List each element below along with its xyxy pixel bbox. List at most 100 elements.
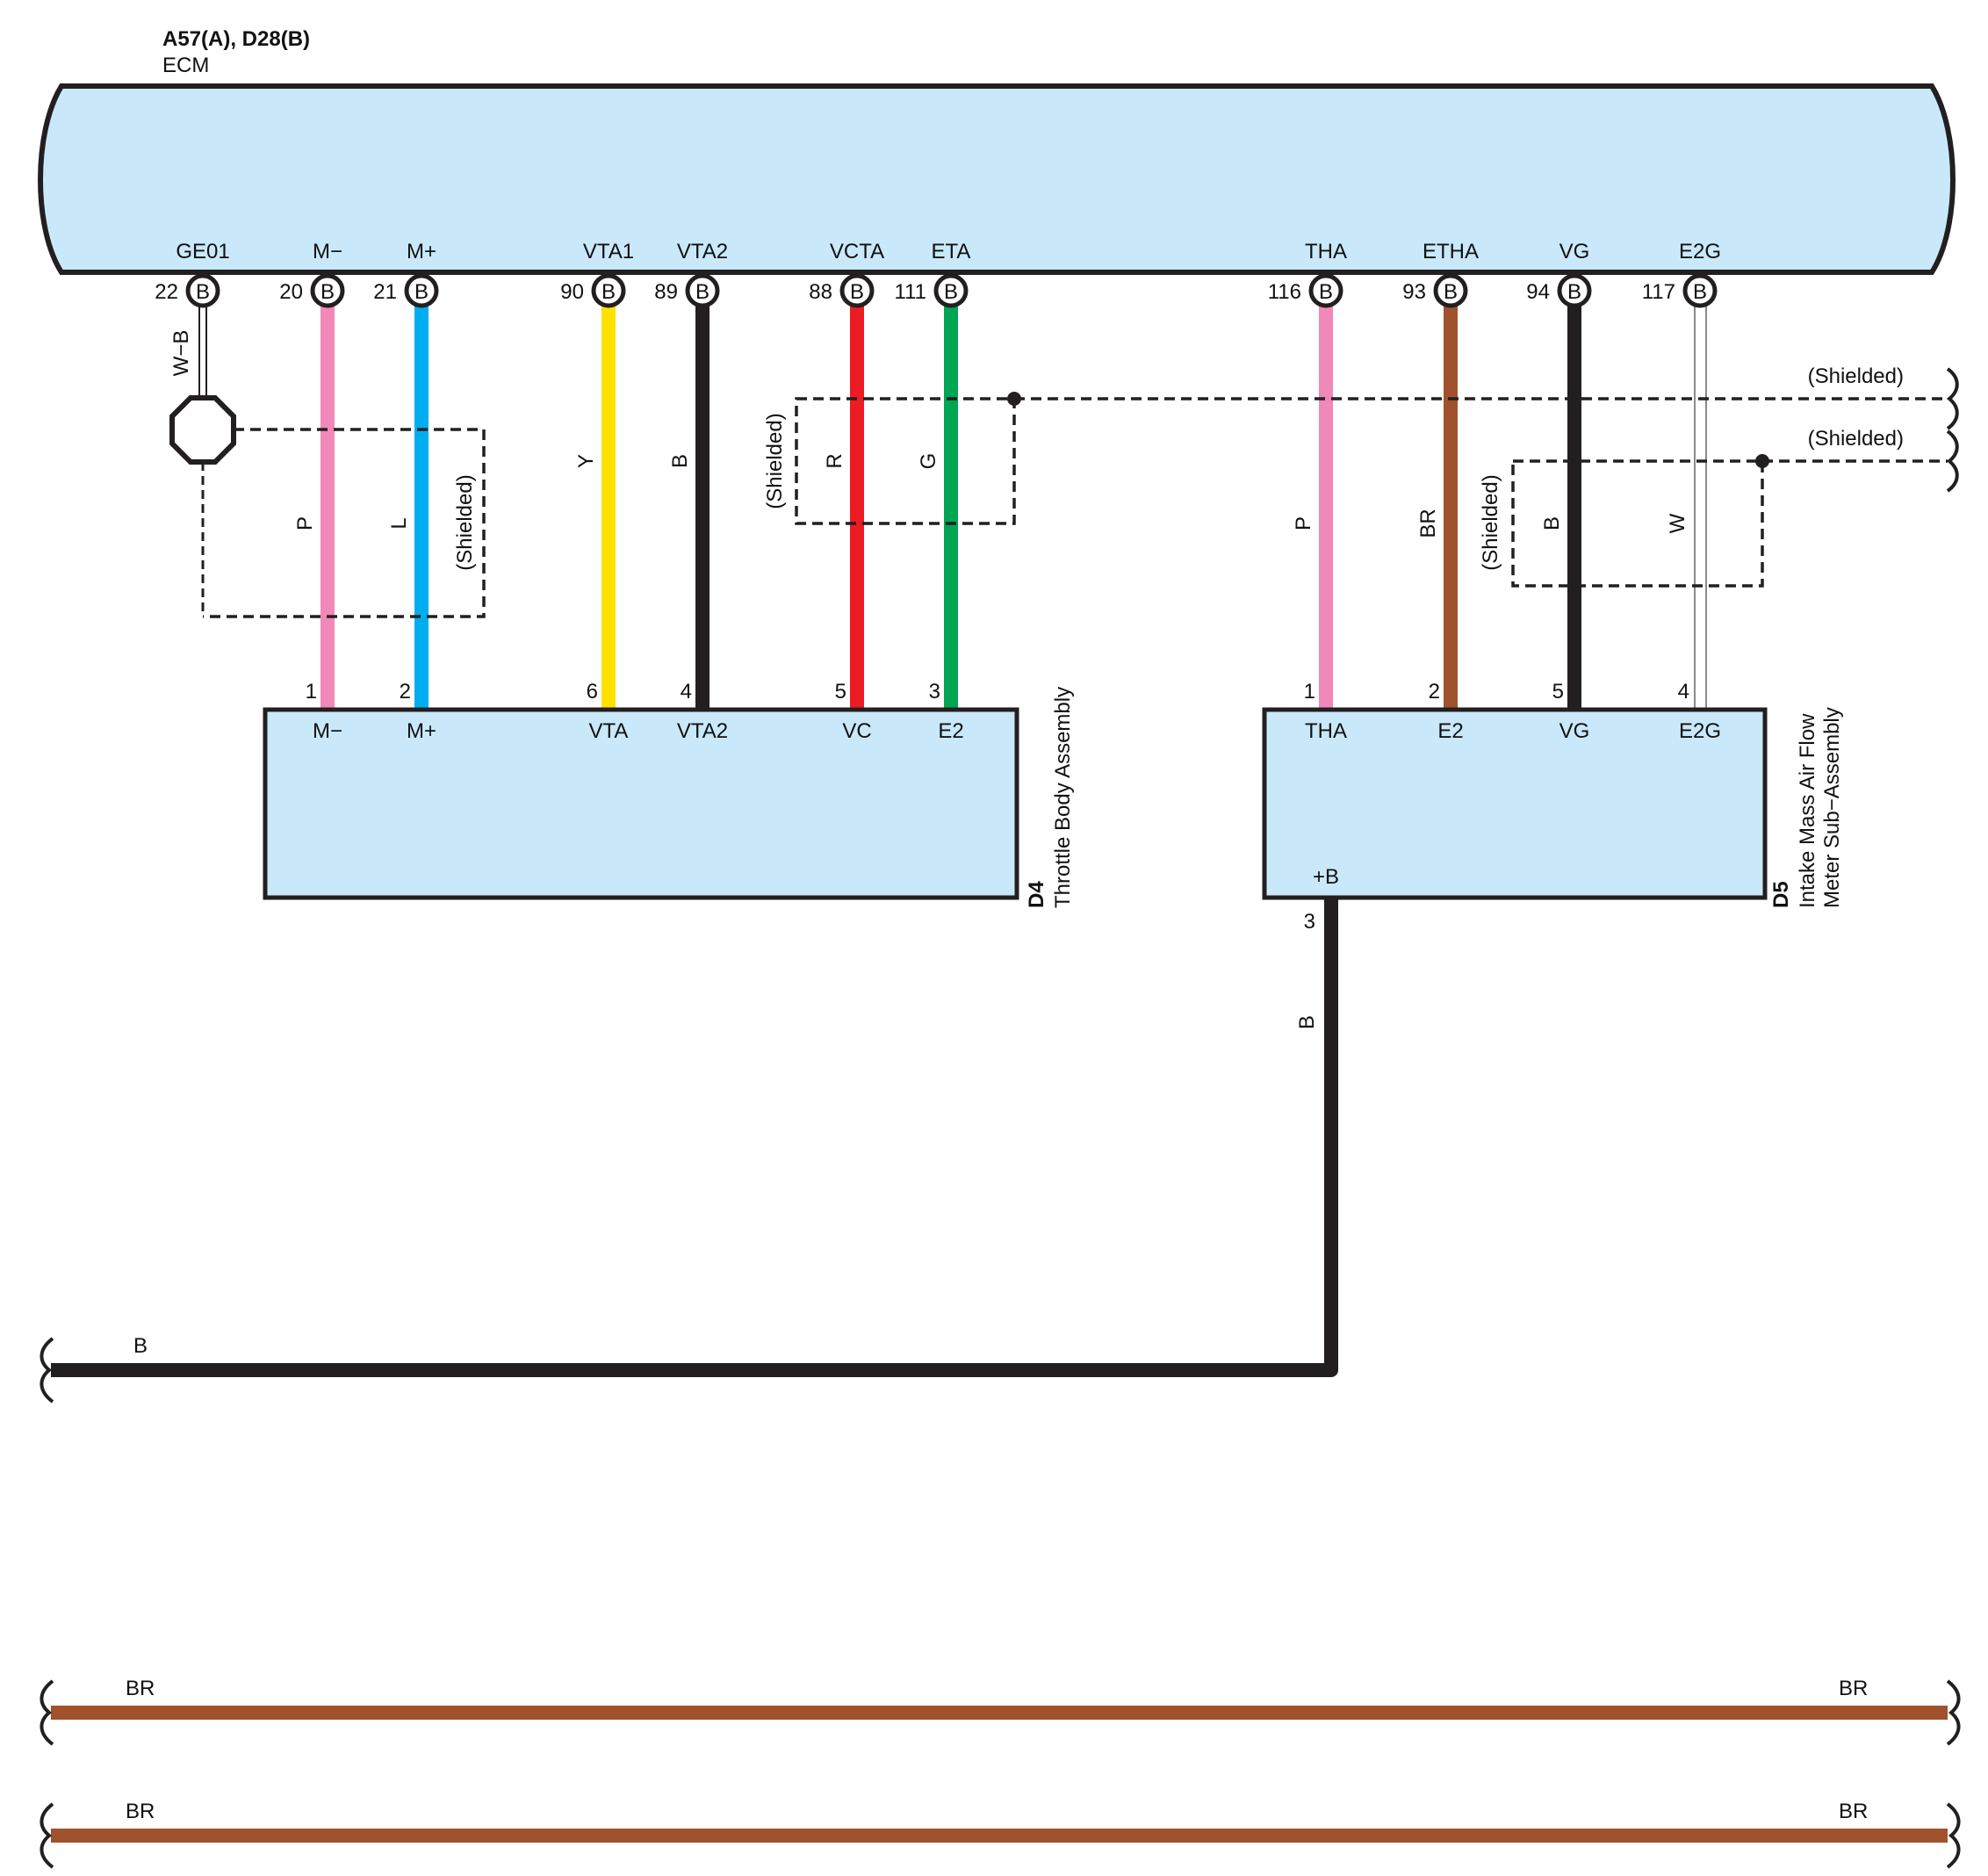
shield-labels: (Shielded) (Shielded) (Shielded) (Shield…: [453, 364, 1904, 571]
svg-text:6: 6: [587, 680, 598, 704]
shield-label-right-1: (Shielded): [1808, 364, 1904, 388]
terminal-94: 94 B: [1526, 273, 1592, 308]
ecm-pin-label-eta: ETA: [932, 240, 971, 263]
svg-text:21: 21: [373, 280, 397, 304]
svg-text:4: 4: [681, 680, 692, 704]
ecm-pin-label-vg: VG: [1559, 240, 1590, 263]
svg-text:B: B: [601, 280, 616, 304]
throttle-code: D4: [1025, 881, 1048, 908]
svg-text:B: B: [1319, 280, 1333, 304]
svg-text:B: B: [196, 280, 210, 304]
shield-box-throttle: [795, 397, 1016, 525]
svg-text:VTA2: VTA2: [677, 719, 728, 743]
svg-text:B: B: [850, 280, 864, 304]
svg-text:88: 88: [809, 280, 832, 304]
maf-pins: 1 2 5 4 THA E2 VG E2G +B 3: [1304, 680, 1721, 934]
wire-label-br-1-right: BR: [1839, 1677, 1868, 1700]
shield-junction-maf: [1755, 454, 1769, 468]
terminal-89: 89 B: [654, 273, 720, 308]
terminal-20: 20 B: [279, 273, 345, 308]
break-mark-br-1-left: [40, 1679, 54, 1746]
ecm-pin-label-vta2: VTA2: [677, 240, 728, 263]
break-mark-b-left: [40, 1337, 54, 1403]
ecm-terminals: 22 B 20 B 21 B 90 B 89 B 88 B: [155, 273, 1718, 308]
terminal-117: 117 B: [1642, 273, 1718, 308]
wire-label-w: W: [1666, 513, 1689, 533]
ecm-name: ECM: [162, 54, 209, 77]
wire-label-br-2-left: BR: [126, 1800, 155, 1823]
svg-text:M+: M+: [407, 719, 436, 743]
ecm-pin-label-vcta: VCTA: [830, 240, 884, 263]
svg-text:5: 5: [1552, 680, 1564, 704]
maf-power-pin-label: +B: [1313, 865, 1339, 889]
svg-text:116: 116: [1268, 280, 1301, 304]
maf-name-line2: Meter Sub−Assembly: [1820, 707, 1844, 908]
svg-text:111: 111: [895, 280, 926, 304]
svg-text:B: B: [414, 280, 429, 304]
svg-text:B: B: [1567, 280, 1581, 304]
svg-text:20: 20: [279, 280, 303, 304]
svg-text:E2: E2: [938, 719, 963, 743]
shield-box-maf: [1511, 459, 1764, 588]
svg-text:B: B: [1693, 280, 1707, 304]
wire-label-br-1-left: BR: [126, 1677, 155, 1700]
shield-label-motor: (Shielded): [453, 474, 477, 570]
svg-text:VG: VG: [1559, 719, 1590, 743]
svg-text:22: 22: [155, 280, 178, 304]
wire-color-labels: W−B P L Y B R G P BR B W: [169, 330, 1689, 538]
svg-text:M−: M−: [313, 719, 342, 743]
break-mark-br-2-left: [40, 1802, 54, 1869]
svg-text:93: 93: [1402, 280, 1426, 304]
maf-power-pin-num: 3: [1304, 910, 1315, 934]
wire-label-g: G: [917, 453, 940, 470]
svg-text:B: B: [321, 280, 335, 304]
ecm-pin-label-m-plus: M+: [407, 240, 436, 263]
terminal-22: 22 B: [155, 273, 220, 308]
terminal-21: 21 B: [373, 273, 439, 308]
ecm-pin-label-vta1: VTA1: [583, 240, 634, 263]
ecm-pin-labels: GE01 M− M+ VTA1 VTA2 VCTA ETA THA ETHA V…: [176, 240, 1721, 263]
svg-text:B: B: [695, 280, 709, 304]
wire-label-b-vg: B: [1540, 516, 1564, 530]
shield-junction-throttle: [1007, 392, 1021, 406]
break-mark-br-2-right: [1946, 1802, 1961, 1869]
wire-label-p: P: [293, 516, 317, 530]
wire-label-w-b: W−B: [169, 330, 193, 377]
svg-text:4: 4: [1678, 680, 1689, 704]
wire-label-l: L: [387, 517, 411, 529]
svg-text:E2G: E2G: [1679, 719, 1721, 743]
svg-text:THA: THA: [1305, 719, 1347, 743]
maf-code: D5: [1769, 881, 1793, 908]
ecm-pin-label-ge01: GE01: [176, 240, 229, 263]
throttle-body-box: [263, 707, 1019, 900]
svg-text:90: 90: [560, 280, 584, 304]
svg-text:89: 89: [654, 280, 678, 304]
wire-label-r: R: [823, 453, 846, 468]
shield-label-right-2: (Shielded): [1808, 427, 1904, 451]
svg-text:5: 5: [835, 680, 846, 704]
ecm-connector-codes: A57(A), D28(B): [162, 27, 310, 51]
shield-box-motor: [203, 428, 486, 618]
wire-label-y: Y: [574, 454, 598, 468]
shield-label-maf: (Shielded): [1479, 474, 1502, 570]
wire-label-b-power: B: [1295, 1015, 1319, 1029]
ecm-pin-label-tha: THA: [1305, 240, 1347, 263]
signal-wires: [198, 303, 1707, 710]
terminal-88: 88 B: [809, 273, 875, 308]
wire-b-power: [51, 898, 1338, 1377]
wire-label-b-bottom: B: [133, 1334, 148, 1358]
ecm-pin-label-etha: ETHA: [1423, 240, 1479, 263]
maf-name-line1: Intake Mass Air Flow: [1796, 713, 1819, 908]
svg-text:1: 1: [306, 680, 317, 704]
wire-label-br-etha: BR: [1416, 509, 1440, 538]
svg-text:94: 94: [1526, 280, 1550, 304]
svg-text:VC: VC: [842, 719, 871, 743]
terminal-93: 93 B: [1402, 273, 1468, 308]
terminal-111: 111 B: [895, 273, 969, 308]
svg-text:E2: E2: [1437, 719, 1463, 743]
svg-text:VTA: VTA: [589, 719, 629, 743]
ground-point-icon: [169, 395, 236, 465]
svg-text:B: B: [1444, 280, 1458, 304]
ecm-pin-label-e2g: E2G: [1679, 240, 1721, 263]
